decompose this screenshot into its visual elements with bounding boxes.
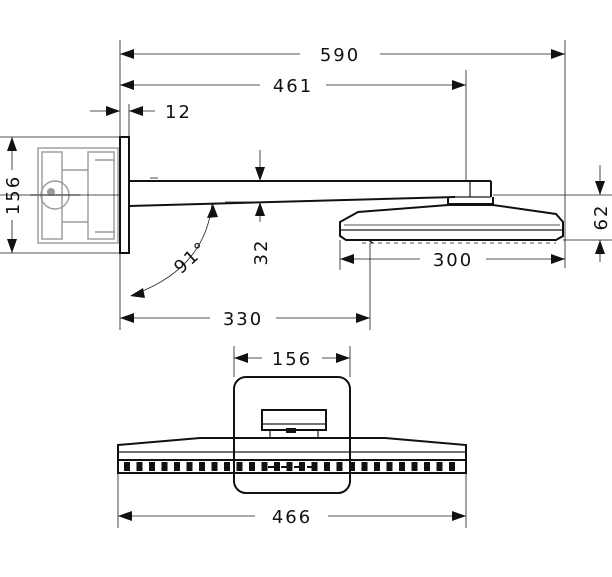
nozzle [199,462,205,471]
dim-head-offset: 330 [119,243,371,330]
dim-text-overall-length: 590 [320,45,360,66]
dim-text-angle: 91° [170,237,212,278]
nozzle [386,462,393,471]
nozzle [261,462,268,471]
nozzle [149,462,155,471]
dim-text-head-height: 62 [591,204,612,231]
front-shower-head [117,437,467,474]
concealed-box [30,147,119,244]
dim-arm-drop: 32 [225,150,275,265]
dim-head-width-front: 466 [117,473,467,528]
nozzle [236,462,243,471]
dim-plate-width: 156 [233,346,351,377]
nozzle [161,462,168,471]
wall-plate [119,136,130,254]
dim-box-height: 156 [0,136,120,254]
dim-overall-length: 590 [119,40,566,268]
nozzle [324,462,330,471]
nozzle [336,462,343,471]
nozzle [361,462,368,471]
shower-head-side [339,197,564,244]
dim-head-width-side: 300 [339,240,565,271]
nozzle [411,462,418,471]
nozzle [436,462,443,471]
front-wall-plate [233,376,351,494]
dim-text-plate-thickness: 12 [165,102,192,123]
box-valve-center [47,188,55,196]
shower-arm [128,177,492,207]
front-arm-connector [261,409,327,438]
nozzle [124,462,130,471]
side-view: 590 461 12 156 [0,40,612,330]
nozzle [249,462,255,471]
dim-text-head-width-side: 300 [433,250,473,271]
dim-text-arm-length: 461 [273,76,313,97]
dim-text-head-width-front: 466 [272,507,312,528]
dim-text-box-height: 156 [3,175,24,215]
nozzle [136,462,143,471]
dim-angle: 91° [130,203,218,298]
dim-text-head-offset: 330 [223,309,263,330]
nozzle [174,462,180,471]
nozzle [211,462,218,471]
nozzle [224,462,230,471]
nozzle [374,462,380,471]
dim-head-height: 62 [591,165,612,262]
nozzle [186,462,193,471]
dim-plate-thickness: 12 [90,102,192,137]
nozzle [349,462,355,471]
nozzle [399,462,405,471]
front-view: 156 466 [117,346,467,528]
nozzle [424,462,430,471]
dim-text-plate-width: 156 [272,349,312,370]
dim-arm-length: 461 [120,70,467,181]
dim-text-arm-drop: 32 [251,239,272,266]
nozzle [449,462,455,471]
